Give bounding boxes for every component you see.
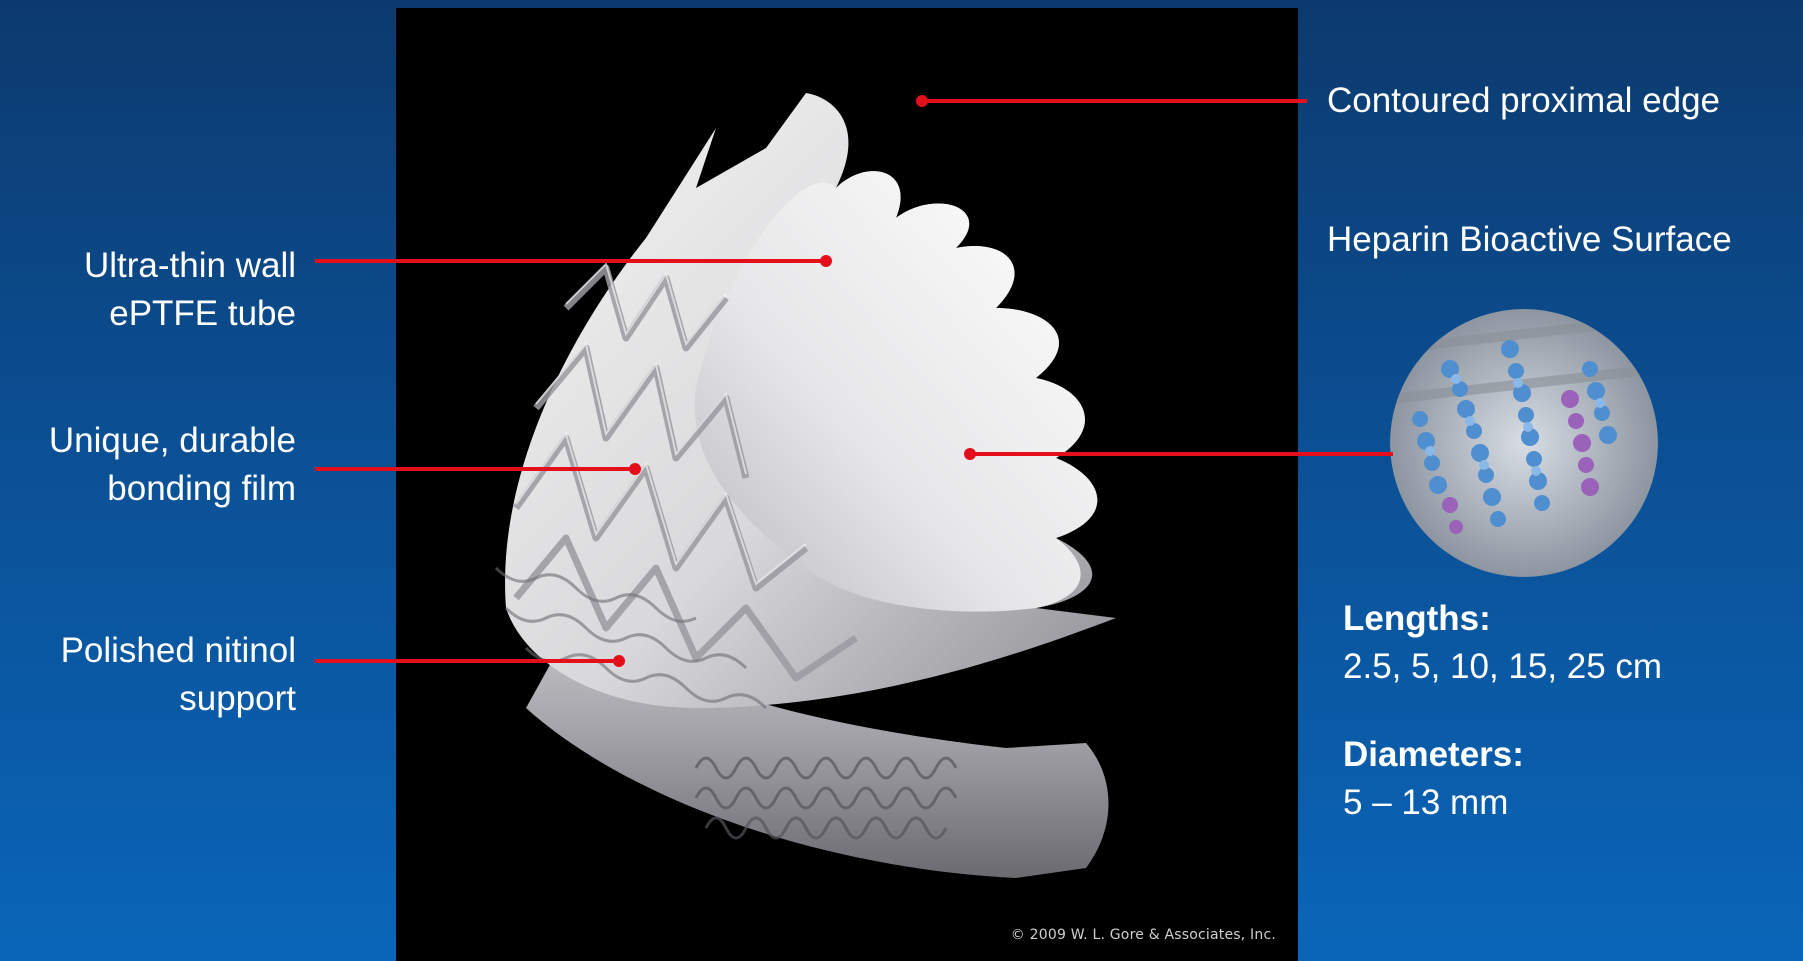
label-bonding-line2: bonding film: [0, 465, 296, 513]
specs-block: Lengths: 2.5, 5, 10, 15, 25 cm Diameters…: [1343, 595, 1662, 827]
heparin-surface-image: [1390, 309, 1658, 577]
label-ultra-thin-line2: ePTFE tube: [20, 290, 296, 338]
label-nitinol-support: Polished nitinol support: [0, 627, 296, 723]
label-bonding-line1: Unique, durable: [0, 417, 296, 465]
heparin-molecule-illustration: [1390, 309, 1658, 577]
lengths-value: 2.5, 5, 10, 15, 25 cm: [1343, 643, 1662, 691]
label-nitinol-line1: Polished nitinol: [0, 627, 296, 675]
lengths-label: Lengths:: [1343, 595, 1662, 643]
diameters-label: Diameters:: [1343, 731, 1662, 779]
label-ultra-thin-line1: Ultra-thin wall: [20, 242, 296, 290]
label-contoured-edge: Contoured proximal edge: [1327, 77, 1720, 125]
stent-graft-illustration: [396, 8, 1298, 961]
label-ultra-thin-wall: Ultra-thin wall ePTFE tube: [20, 242, 296, 338]
copyright-credit: © 2009 W. L. Gore & Associates, Inc.: [1011, 927, 1276, 943]
label-heparin-surface: Heparin Bioactive Surface: [1327, 216, 1732, 264]
label-bonding-film: Unique, durable bonding film: [0, 417, 296, 513]
stent-graft-photo: © 2009 W. L. Gore & Associates, Inc.: [396, 8, 1298, 961]
label-nitinol-line2: support: [0, 675, 296, 723]
diameters-value: 5 – 13 mm: [1343, 779, 1662, 827]
